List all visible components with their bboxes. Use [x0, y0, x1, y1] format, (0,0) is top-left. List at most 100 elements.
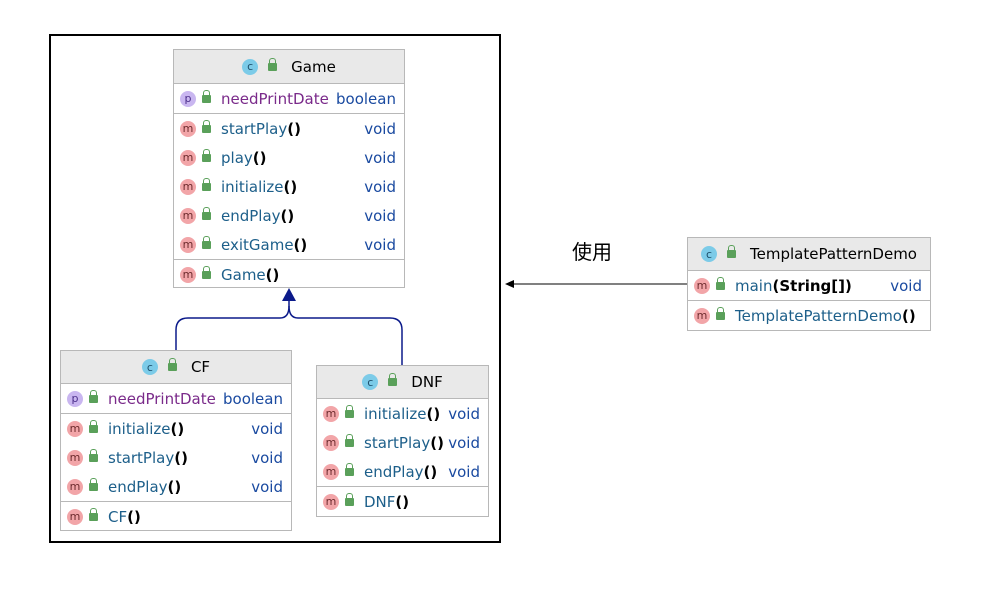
method-return-type: void — [251, 448, 283, 467]
method-icon: m — [67, 478, 83, 495]
constructor-icon: m — [180, 266, 196, 283]
class-icon: c — [362, 374, 379, 390]
constructors-section: m DNF() — [317, 487, 488, 516]
constructor-icon: m — [694, 307, 710, 324]
method-row[interactable]: m endPlay() void — [174, 201, 404, 230]
public-lock-icon — [345, 462, 354, 476]
class-header-cf: c CF — [61, 351, 291, 384]
runnable-class-icon: c — [701, 246, 717, 262]
method-name: play() — [221, 148, 267, 167]
abstract-method-icon: m — [180, 120, 196, 137]
fields-section: p needPrintDate boolean — [61, 384, 291, 414]
class-name: CF — [190, 358, 211, 376]
public-lock-icon — [202, 235, 211, 249]
method-row[interactable]: m initialize() void — [317, 399, 488, 428]
field-icon: p — [180, 90, 196, 107]
method-return-type: void — [364, 235, 396, 254]
abstract-method-icon: m — [180, 178, 196, 195]
inheritance-edge-dnf[interactable] — [288, 305, 403, 365]
method-row[interactable]: m startPlay() void — [174, 114, 404, 143]
public-lock-icon — [89, 448, 98, 462]
constructor-icon: m — [67, 508, 83, 525]
class-name: DNF — [411, 373, 443, 391]
public-lock-icon — [167, 358, 177, 371]
method-row[interactable]: m initialize() void — [61, 414, 291, 443]
class-header-demo: c TemplatePatternDemo — [688, 238, 930, 271]
class-cf[interactable]: c CF p needPrintDate boolean m initializ… — [60, 350, 292, 531]
constructor-name: TemplatePatternDemo() — [735, 306, 916, 325]
constructors-section: m TemplatePatternDemo() — [688, 301, 930, 330]
method-name: initialize() — [364, 404, 441, 423]
method-row[interactable]: m endPlay() void — [61, 472, 291, 501]
method-name: startPlay() — [221, 119, 301, 138]
method-icon: m — [323, 434, 339, 451]
constructor-row[interactable]: m DNF() — [317, 487, 488, 516]
dependency-arrowhead — [505, 280, 514, 288]
method-return-type: void — [364, 119, 396, 138]
methods-section: m startPlay() void m play() void m initi… — [174, 114, 404, 260]
method-return-type: void — [890, 276, 922, 295]
method-row[interactable]: m endPlay() void — [317, 457, 488, 486]
constructor-name: CF() — [108, 507, 141, 526]
method-row[interactable]: m startPlay() void — [61, 443, 291, 472]
class-dnf[interactable]: c DNF m initialize() void m startPlay() … — [316, 365, 489, 517]
public-lock-icon — [202, 265, 211, 279]
class-game[interactable]: c Game p needPrintDate boolean m startPl… — [173, 49, 405, 288]
field-row[interactable]: p needPrintDate boolean — [61, 384, 291, 413]
public-lock-icon — [345, 492, 354, 506]
constructor-icon: m — [323, 493, 339, 510]
class-template-pattern-demo[interactable]: c TemplatePatternDemo m main(String[]) v… — [687, 237, 931, 331]
method-return-type: void — [251, 477, 283, 496]
public-lock-icon — [202, 148, 211, 162]
method-name: exitGame() — [221, 235, 308, 254]
method-name: endPlay() — [364, 462, 438, 481]
method-return-type: void — [364, 206, 396, 225]
constructors-section: m Game() — [174, 260, 404, 289]
constructor-row[interactable]: m TemplatePatternDemo() — [688, 301, 930, 330]
dependency-label: 使用 — [572, 240, 612, 264]
inheritance-edge-cf[interactable] — [175, 300, 290, 350]
method-name: startPlay() — [364, 433, 444, 452]
final-method-icon: m — [180, 149, 196, 166]
constructor-row[interactable]: m Game() — [174, 260, 404, 289]
method-return-type: void — [251, 419, 283, 438]
public-lock-icon — [268, 57, 278, 71]
method-row[interactable]: m play() void — [174, 143, 404, 172]
static-method-icon: m — [694, 277, 710, 294]
public-lock-icon — [727, 245, 736, 258]
public-lock-icon — [388, 373, 398, 386]
public-lock-icon — [345, 433, 354, 447]
method-name: endPlay() — [108, 477, 182, 496]
methods-section: m initialize() void m startPlay() void m… — [61, 414, 291, 502]
method-return-type: void — [448, 433, 480, 452]
method-name: initialize() — [108, 419, 185, 438]
method-name: startPlay() — [108, 448, 188, 467]
method-row[interactable]: m exitGame() void — [174, 230, 404, 259]
methods-section: m main(String[]) void — [688, 271, 930, 301]
public-lock-icon — [89, 507, 98, 521]
public-lock-icon — [89, 419, 98, 433]
method-row[interactable]: m initialize() void — [174, 172, 404, 201]
class-header-dnf: c DNF — [317, 366, 488, 399]
package-frame — [49, 34, 501, 543]
inheritance-arrowhead — [282, 288, 296, 301]
field-icon: p — [67, 390, 83, 407]
methods-section: m initialize() void m startPlay() void m… — [317, 399, 488, 487]
class-icon: c — [141, 359, 158, 375]
constructor-name: Game() — [221, 265, 280, 284]
method-icon: m — [67, 449, 83, 466]
method-icon: m — [323, 405, 339, 422]
class-name: Game — [291, 57, 336, 76]
constructor-row[interactable]: m CF() — [61, 502, 291, 531]
field-row[interactable]: p needPrintDate boolean — [174, 84, 404, 113]
field-type: boolean — [223, 389, 283, 408]
method-icon: m — [67, 420, 83, 437]
method-name: initialize() — [221, 177, 298, 196]
public-lock-icon — [345, 404, 354, 418]
constructors-section: m CF() — [61, 502, 291, 531]
method-row[interactable]: m main(String[]) void — [688, 271, 930, 300]
public-lock-icon — [202, 206, 211, 220]
method-icon: m — [323, 463, 339, 480]
method-row[interactable]: m startPlay() void — [317, 428, 488, 457]
